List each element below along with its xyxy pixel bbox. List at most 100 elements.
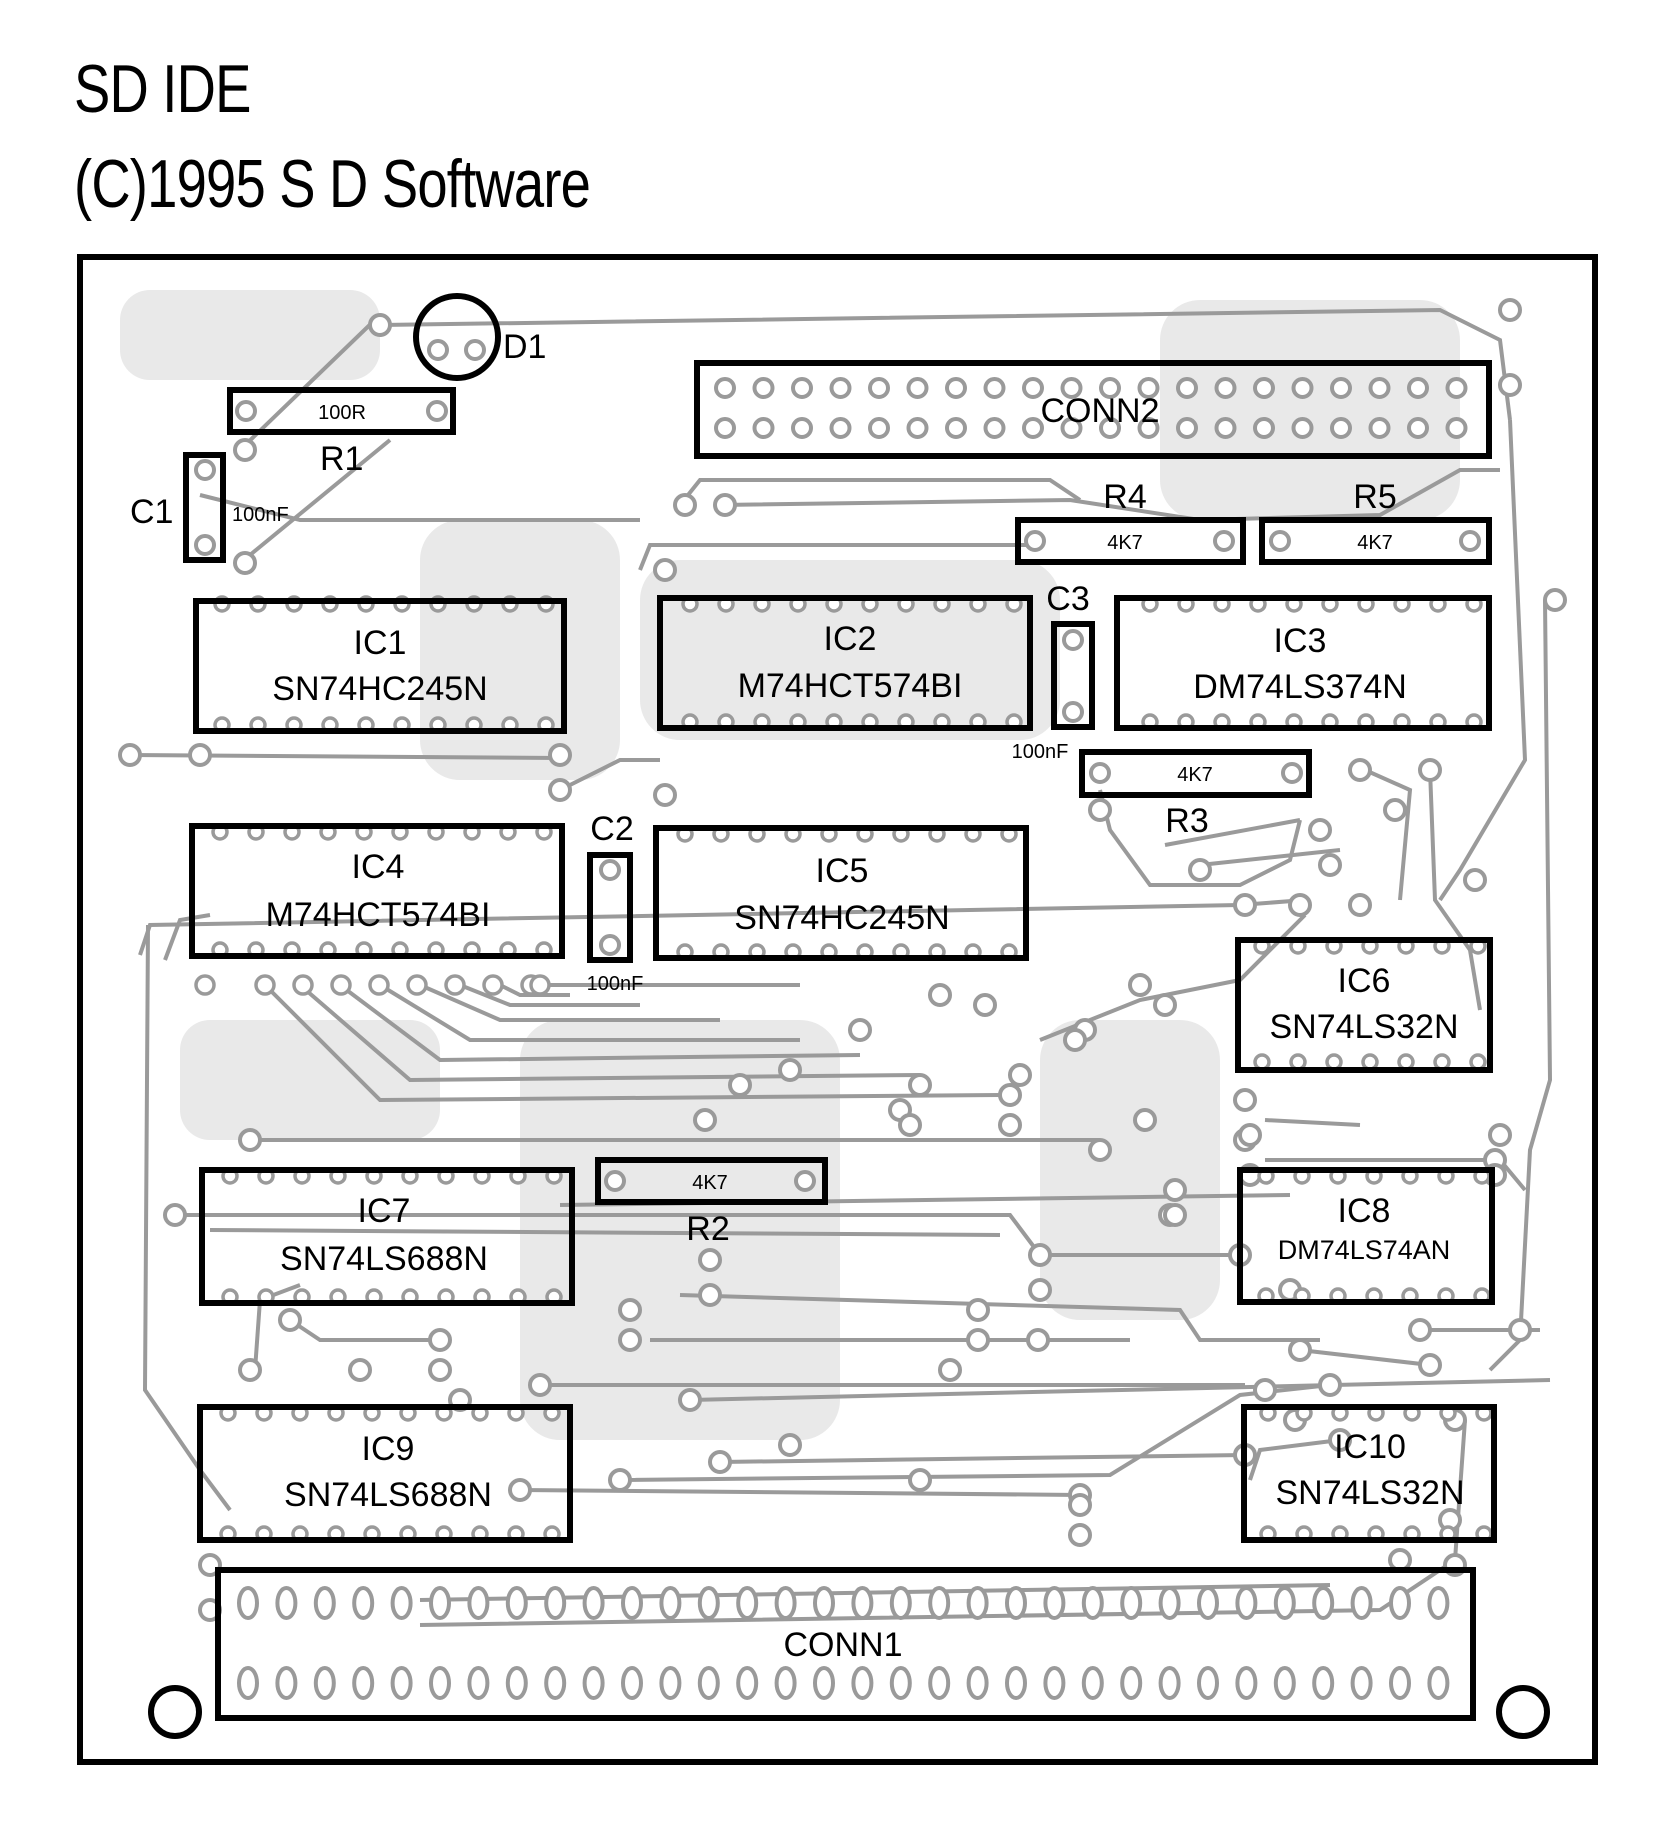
ic1-ref: IC1: [354, 624, 407, 662]
r2-outline: [595, 1157, 828, 1205]
conn2-pin: [1099, 377, 1121, 399]
r1-label: R1: [320, 440, 363, 478]
conn2-pin: [714, 417, 736, 439]
conn1-pin: [736, 1666, 759, 1700]
c1-component: C1 100nF: [130, 452, 289, 563]
ic4-outline: [189, 823, 565, 959]
ic-pin: [1433, 1053, 1451, 1071]
conn2-pin: [1291, 417, 1314, 439]
conn2-pin: [1368, 377, 1391, 399]
ic9-ref: IC9: [362, 1430, 415, 1468]
ic8-ref: IC8: [1338, 1192, 1391, 1230]
conn2-pin: [1022, 377, 1044, 399]
conn2-pin: [1445, 417, 1468, 439]
conn1-pin: [1235, 1586, 1258, 1620]
c2-outline: [587, 852, 633, 963]
conn2-pin: [829, 417, 852, 439]
conn1-pin: [659, 1586, 682, 1620]
ic2-outline: [657, 595, 1033, 731]
ic-pin: [292, 974, 314, 996]
ic6-part: SN74LS32N: [1269, 1008, 1458, 1046]
conn1-pin: [851, 1666, 874, 1700]
r3-outline: [1079, 749, 1312, 798]
ic-pin: [368, 974, 390, 996]
ic4-component: IC4 M74HCT574BI: [189, 823, 565, 959]
r2-component: 4K7 R2: [595, 1157, 828, 1248]
conn1-pin: [1081, 1666, 1104, 1700]
ic7-outline: [199, 1167, 575, 1306]
conn2-pin: [945, 417, 967, 439]
conn1-pin: [390, 1666, 413, 1700]
conn1-pin: [621, 1586, 643, 1620]
ic1-component: IC1 SN74HC245N: [193, 598, 567, 734]
ic8-part: DM74LS74AN: [1278, 1235, 1451, 1265]
conn2-pin: [752, 417, 775, 439]
ic4-ref: IC4: [352, 848, 405, 886]
ic-pin: [529, 974, 551, 996]
ic3-outline: [1114, 595, 1492, 731]
conn1-pin: [505, 1586, 528, 1620]
ic2-component: IC2 M74HCT574BI: [657, 595, 1033, 731]
conn1-pin: [1158, 1666, 1181, 1700]
ic7-part: SN74LS688N: [280, 1240, 488, 1278]
r5-value: 4K7: [1357, 532, 1393, 554]
c1-label: C1: [130, 493, 173, 531]
board-outline: [77, 254, 1598, 1765]
ic-pin: [194, 974, 216, 996]
conn2-pin: [791, 417, 813, 439]
conn1-pin: [1312, 1666, 1335, 1700]
c2-component: C2 100nF: [587, 810, 644, 995]
ic-pin: [330, 974, 352, 996]
ic-pin: [444, 974, 466, 996]
conn2-pin: [1176, 417, 1198, 439]
conn1-pin: [1312, 1586, 1335, 1620]
conn1-pin: [1427, 1666, 1450, 1700]
conn1-pin: [966, 1666, 989, 1700]
conn2-pin: [1099, 417, 1121, 439]
conn2-pin: [1330, 417, 1352, 439]
r1-value: 100R: [318, 402, 366, 424]
conn2-component: CONN2: [694, 360, 1492, 459]
conn2-pin: [1407, 417, 1429, 439]
ic6-ref: IC6: [1338, 962, 1391, 1000]
r4-outline: [1015, 517, 1246, 565]
conn2-pin: [1330, 377, 1352, 399]
r1-outline: [227, 387, 456, 435]
d1-component: D1: [413, 293, 546, 381]
ic5-component: IC5 SN74HC245N: [653, 825, 1029, 961]
conn2-outline: [694, 360, 1492, 459]
conn1-pin: [1273, 1666, 1296, 1700]
conn2-pin: [1445, 377, 1468, 399]
ic10-ref: IC10: [1334, 1428, 1406, 1466]
conn1-pin: [275, 1666, 298, 1700]
ic7-component: IC7 SN74LS688N: [199, 1167, 575, 1306]
ic7-ref: IC7: [358, 1192, 411, 1230]
ic5-part: SN74HC245N: [734, 899, 949, 937]
mounting-hole-left: [148, 1685, 202, 1739]
conn1-pin: [1081, 1586, 1104, 1620]
d1-label: D1: [503, 328, 546, 366]
conn1-pin: [851, 1586, 874, 1620]
d1-pad: [464, 339, 486, 361]
ic5-outline: [653, 825, 1029, 961]
copyright-text: (C)1995 S D Software: [74, 146, 591, 222]
r5-label: R5: [1353, 478, 1396, 516]
conn2-pin: [1214, 417, 1237, 439]
ic-pin: [1361, 1053, 1379, 1071]
conn1-pin: [505, 1666, 528, 1700]
conn2-pin: [983, 417, 1006, 439]
board-shadow: [120, 290, 1460, 1440]
ic-pin: [1325, 1053, 1343, 1071]
conn1-pin: [813, 1586, 835, 1620]
conn1-pads: [237, 1586, 1450, 1700]
conn1-pin: [1120, 1666, 1143, 1700]
c3-outline: [1051, 621, 1095, 730]
conn1-pin: [928, 1666, 951, 1700]
conn1-outline: [215, 1567, 1476, 1721]
conn2-pin: [945, 377, 967, 399]
d1-pad: [427, 339, 449, 361]
ic-pin: [254, 974, 276, 996]
conn2-pin: [1137, 417, 1160, 439]
conn1-pin: [1005, 1586, 1027, 1620]
